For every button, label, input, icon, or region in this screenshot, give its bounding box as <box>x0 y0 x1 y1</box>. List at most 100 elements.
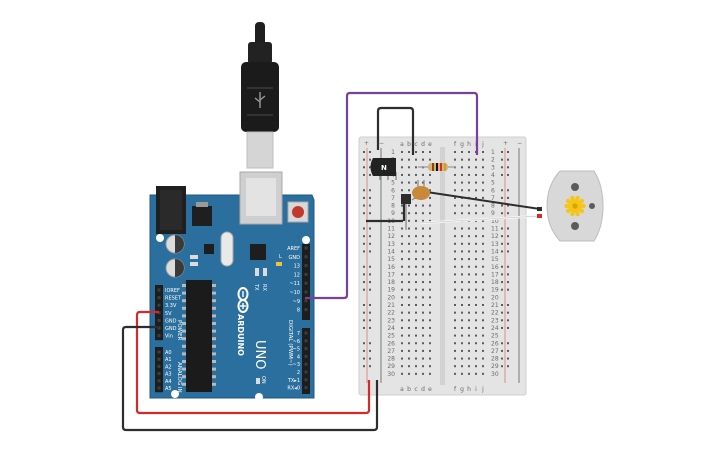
column-label: f <box>454 141 457 148</box>
column-label: g <box>460 386 464 393</box>
row-label: 23 <box>491 317 499 324</box>
capacitor <box>165 258 185 278</box>
header-pin[interactable] <box>304 290 308 294</box>
row-label: 8 <box>391 203 395 210</box>
column-label: f <box>454 386 457 393</box>
header-pin[interactable] <box>157 364 161 368</box>
header-pin[interactable] <box>304 362 308 366</box>
header-pin[interactable] <box>157 318 161 322</box>
header-pin[interactable] <box>304 386 308 390</box>
rail-minus-label: − <box>517 140 522 147</box>
header-pin[interactable] <box>157 379 161 383</box>
ceramic-capacitor[interactable] <box>412 180 430 200</box>
row-label: 4 <box>491 172 495 179</box>
mounting-hole <box>255 393 263 401</box>
wire-purple-pin11[interactable] <box>305 91 479 300</box>
header-pin[interactable] <box>157 334 161 338</box>
header-pin[interactable] <box>304 255 308 259</box>
row-label: 9 <box>391 210 395 217</box>
wire-red-5v[interactable] <box>135 310 371 415</box>
usb-plug-metal <box>246 131 274 169</box>
arduino-brand: ARDUINO <box>236 314 245 356</box>
header-pin[interactable] <box>304 347 308 351</box>
row-label: 20 <box>387 294 395 301</box>
row-label: 24 <box>387 325 395 332</box>
digital-header-title: DIGITAL (PWM~) <box>287 320 293 366</box>
on-label: ON <box>260 376 266 384</box>
header-pin[interactable] <box>304 281 308 285</box>
row-label: 9 <box>491 210 495 217</box>
row-label: 1 <box>491 149 495 156</box>
pin-label: GND <box>289 255 301 261</box>
pin-label: Vin <box>165 334 173 340</box>
wires <box>121 91 541 432</box>
header-pin[interactable] <box>304 370 308 374</box>
header-pin[interactable] <box>304 264 308 268</box>
column-label: c <box>414 141 417 148</box>
row-label: 29 <box>491 363 499 370</box>
rail-plus-label: + <box>364 140 369 147</box>
header-pin[interactable] <box>304 331 308 335</box>
header-pin[interactable] <box>304 246 308 250</box>
header-pin[interactable] <box>157 296 161 300</box>
row-label: 15 <box>387 256 395 263</box>
pin-label: 4 <box>297 354 300 360</box>
header-pin[interactable] <box>157 303 161 307</box>
atmega-chip <box>186 280 212 392</box>
row-label: 19 <box>387 287 395 294</box>
wire-black-gnd[interactable] <box>121 325 379 432</box>
wire-black-jumper[interactable] <box>376 106 415 155</box>
row-label: 10 <box>491 218 499 225</box>
column-label: h <box>467 386 471 393</box>
motor-terminal <box>537 214 542 218</box>
led-label: TX <box>253 283 259 291</box>
row-label: 17 <box>491 271 499 278</box>
header-pin[interactable] <box>304 354 308 358</box>
header-pin[interactable] <box>157 357 161 361</box>
header-pin[interactable] <box>304 339 308 343</box>
row-label: 27 <box>491 348 499 355</box>
header-pin[interactable] <box>304 272 308 276</box>
header-pin[interactable] <box>157 350 161 354</box>
pin-label: AREF <box>287 246 300 252</box>
row-label: 12 <box>491 233 499 240</box>
motor-lead-black[interactable] <box>419 190 541 210</box>
row-label: 18 <box>387 279 395 286</box>
row-label: 21 <box>387 302 395 309</box>
header-pin[interactable] <box>304 299 308 303</box>
header-pin[interactable] <box>157 386 161 390</box>
arduino-uno-board[interactable]: TX RX L ARDUINO UNO ON POWER ANALOG IN D… <box>149 171 315 401</box>
pin-label: A5 <box>165 386 172 392</box>
dc-motor-icon[interactable] <box>537 170 604 242</box>
row-label: 26 <box>387 340 395 347</box>
resistor[interactable] <box>418 163 456 171</box>
led-l <box>276 262 282 266</box>
pin-label: ~11 <box>289 281 300 287</box>
pin-label: A1 <box>165 357 172 363</box>
mounting-hole <box>156 234 164 242</box>
header-pin[interactable] <box>304 308 308 312</box>
arduino-logo <box>237 287 249 313</box>
rail-minus-label: − <box>379 140 384 147</box>
pin-label: GND <box>165 318 177 324</box>
usb-interface-chip <box>250 244 266 260</box>
pin-label: 2 <box>297 370 300 376</box>
header-pin[interactable] <box>157 372 161 376</box>
npn-transistor-icon[interactable]: N <box>370 158 397 180</box>
column-label: g <box>460 141 464 148</box>
capacitor <box>165 234 185 254</box>
row-label: 17 <box>387 271 395 278</box>
usb-symbol-icon <box>254 92 266 108</box>
row-label: 28 <box>491 356 499 363</box>
led-label: RX <box>261 284 267 291</box>
pin-label: 7 <box>297 331 300 337</box>
mounting-hole <box>171 390 179 398</box>
header-pin[interactable] <box>157 288 161 292</box>
crystal-oscillator <box>220 231 234 267</box>
row-label: 14 <box>491 248 499 255</box>
reset-button-icon[interactable] <box>287 201 309 223</box>
on-led <box>256 378 260 384</box>
header-pin[interactable] <box>304 378 308 382</box>
